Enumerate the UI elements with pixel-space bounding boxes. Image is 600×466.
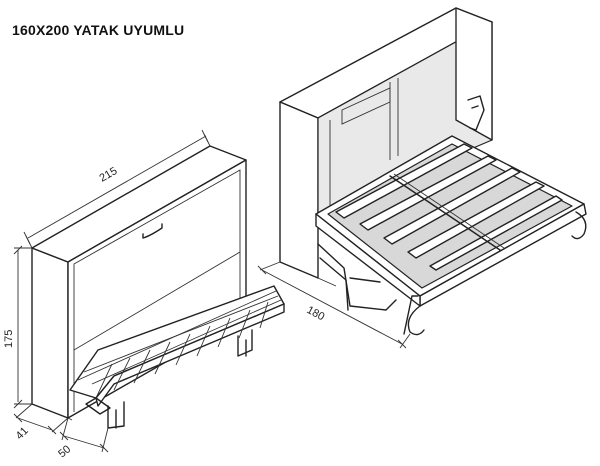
dim-seat: 50 — [56, 417, 109, 460]
sofa-seat-edge — [95, 303, 285, 407]
open-cabinet-right-side — [455, 7, 493, 141]
bed-foot-leg-right — [571, 211, 587, 240]
cabinet-handle — [142, 223, 163, 239]
dim-width-label: 215 — [98, 165, 120, 185]
dim-height: 175 — [3, 245, 32, 409]
closed-cabinet-view — [31, 145, 285, 429]
cabinet-side — [31, 247, 69, 419]
bed-slats — [335, 143, 563, 271]
diagram-title: 160X200 YATAK UYUMLU — [12, 22, 185, 38]
sofa-leg-right — [237, 329, 253, 357]
dim-height-label: 175 — [3, 330, 15, 348]
bed-center-rail — [389, 175, 501, 251]
sofa-leg-left — [107, 401, 125, 429]
fold-mechanism — [317, 243, 397, 311]
sofa-quilting — [77, 290, 282, 399]
open-bed-view — [279, 7, 587, 336]
dim-seat-label: 50 — [56, 443, 73, 460]
hinge-mechanism — [467, 95, 485, 131]
dim-depth-label: 41 — [14, 425, 31, 442]
bed-foot-leg-left — [407, 305, 425, 336]
dim-bed-depth-label: 180 — [305, 304, 327, 323]
open-cabinet-side — [279, 101, 319, 279]
